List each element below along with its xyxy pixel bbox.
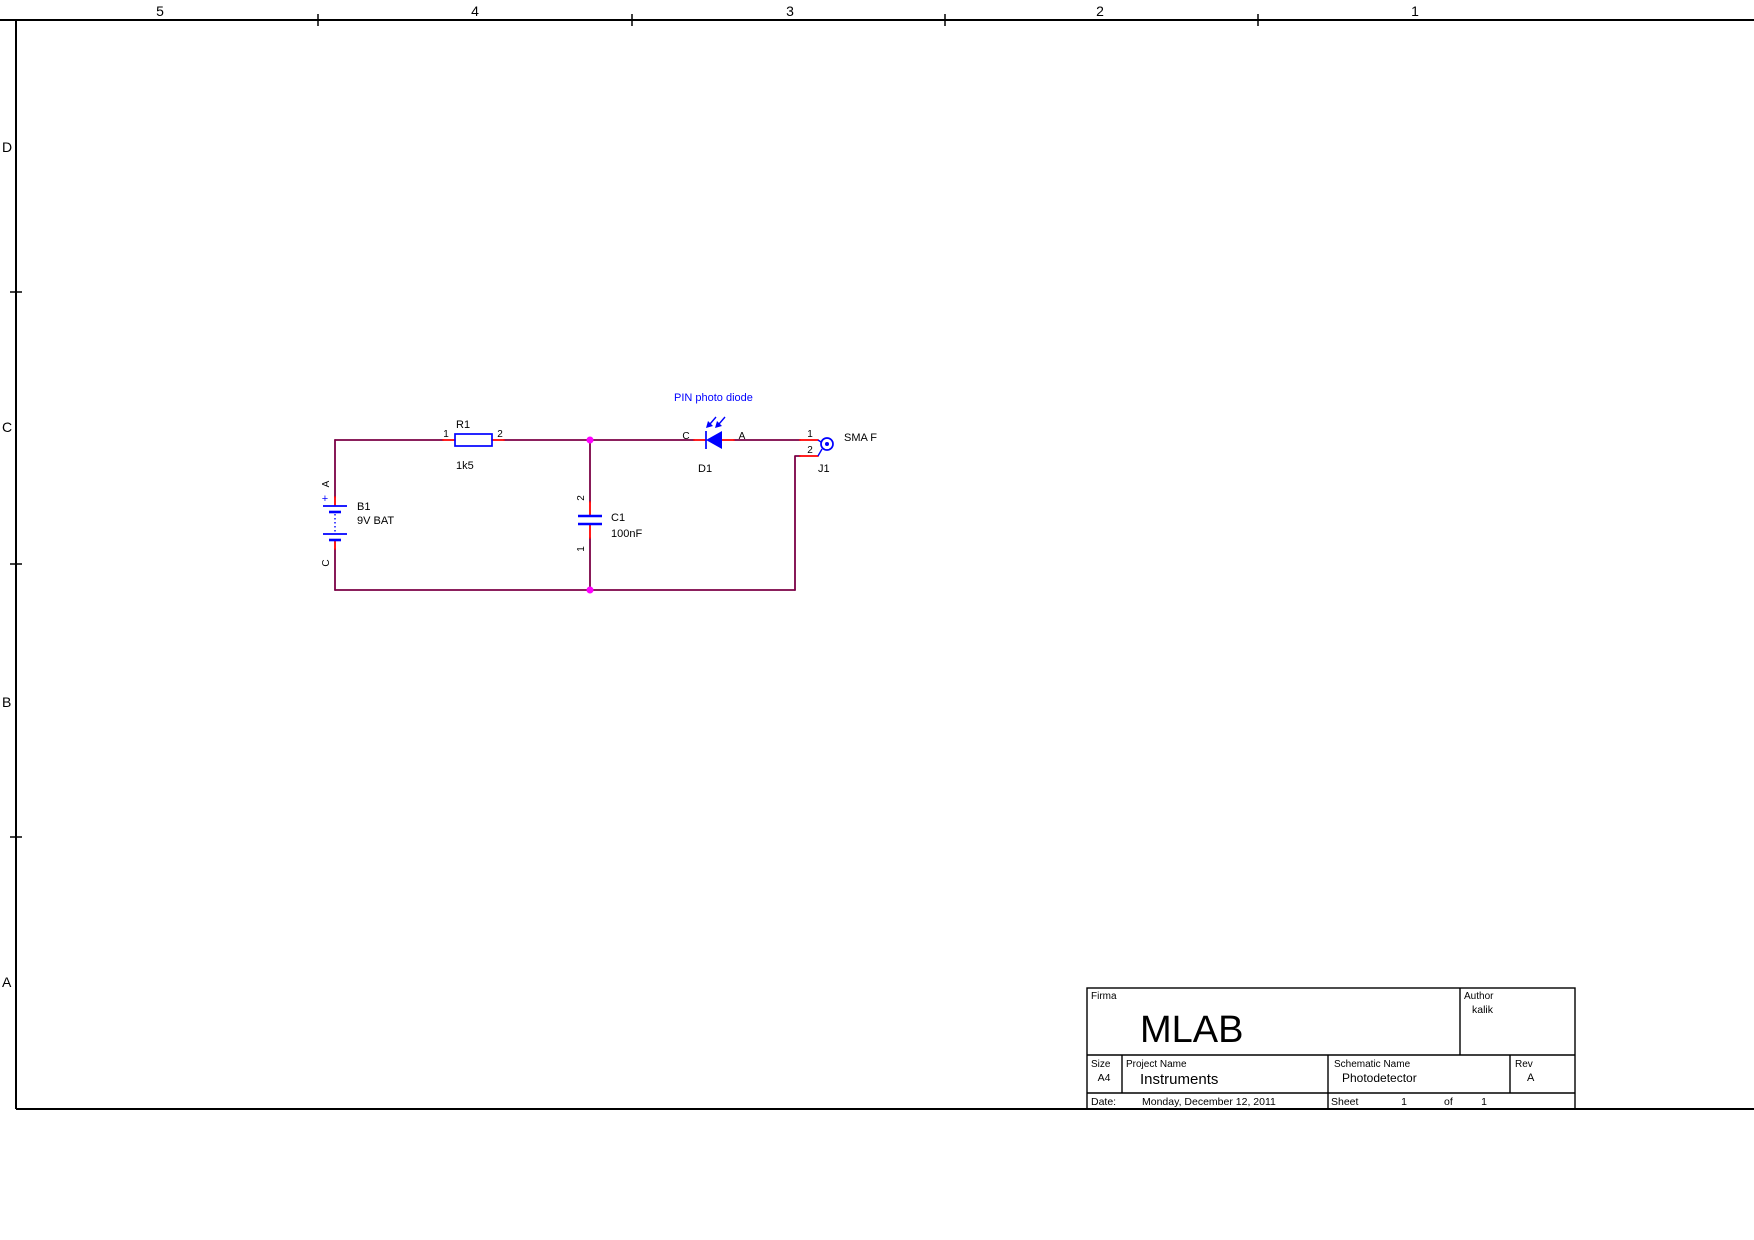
row-label: C: [2, 419, 12, 435]
company-name: MLAB: [1140, 1009, 1243, 1051]
battery-ref-label: B1: [357, 501, 370, 513]
diode-triangle: [706, 431, 722, 449]
rev-value: A: [1527, 1072, 1535, 1084]
junction-dot: [586, 436, 594, 444]
capacitor-pin1-label: 1: [576, 546, 587, 552]
date-field-label: Date:: [1091, 1096, 1116, 1108]
capacitor-ref-label: C1: [611, 512, 625, 524]
resistor-value-label: 1k5: [456, 460, 474, 472]
wire-connector-return: [794, 455, 801, 591]
project-name: Instruments: [1140, 1071, 1218, 1088]
resistor-pin1-label: 1: [443, 429, 449, 440]
sheet-field-label: Sheet: [1331, 1096, 1359, 1108]
pin-stubs: [334, 439, 819, 550]
column-label: 5: [156, 3, 164, 19]
size-field-label: Size: [1091, 1059, 1111, 1070]
light-arrows-icon: [706, 416, 726, 428]
resistor-symbol: [454, 433, 493, 447]
capacitor-symbol: [578, 514, 602, 526]
resistor-body: [454, 433, 493, 447]
capacitor-pin2-label: 2: [576, 495, 587, 501]
frame-labels: 5 4 3 2 1 D C B A: [2, 3, 1419, 990]
battery-symbol: [323, 505, 347, 542]
sheet-frame: [0, 19, 1754, 1110]
sma-connector-symbol: [817, 437, 834, 457]
author-name: kalik: [1472, 1004, 1494, 1016]
firma-field-label: Firma: [1091, 991, 1117, 1002]
resistor-pin2-label: 2: [497, 429, 503, 440]
author-field-label: Author: [1464, 991, 1494, 1002]
photodiode-note-label: PIN photo diode: [674, 392, 753, 404]
project-field-label: Project Name: [1126, 1059, 1187, 1070]
capacitor-value-label: 100nF: [611, 528, 642, 540]
sheet-number: 1: [1401, 1096, 1407, 1108]
coax-outer-icon: [820, 437, 834, 451]
date-value: Monday, December 12, 2011: [1142, 1096, 1276, 1108]
diode-anode-label: A: [739, 431, 746, 442]
column-label: 1: [1411, 3, 1419, 19]
battery-value-label: 9V BAT: [357, 515, 394, 527]
rev-field-label: Rev: [1515, 1059, 1533, 1070]
schematic-name: Photodetector: [1342, 1071, 1417, 1085]
row-label: A: [2, 974, 12, 990]
connector-value-label: SMA F: [844, 432, 877, 444]
diode-cathode-label: C: [682, 431, 689, 442]
connector-ref-label: J1: [818, 463, 830, 475]
column-label: 2: [1096, 3, 1104, 19]
battery-pin-c-label: C: [321, 559, 332, 566]
resistor-ref-label: R1: [456, 419, 470, 431]
column-label: 3: [786, 3, 794, 19]
connector-pin1-label: 1: [807, 429, 813, 440]
photodiode-symbol: [705, 416, 726, 449]
coax-center-icon: [825, 442, 829, 446]
row-label: B: [2, 694, 11, 710]
title-block: Firma MLAB Author kalik Size A4 Project …: [1086, 987, 1576, 1110]
battery-pin-a-label: A: [321, 480, 332, 487]
diode-ref-label: D1: [698, 463, 712, 475]
schematic-field-label: Schematic Name: [1334, 1059, 1411, 1070]
sheet-of-label: of: [1444, 1096, 1453, 1108]
sheet-total: 1: [1481, 1096, 1487, 1108]
connector-pin2-label: 2: [807, 445, 813, 456]
frame-ticks: [10, 14, 1259, 838]
row-label: D: [2, 139, 12, 155]
column-label: 4: [471, 3, 479, 19]
net-wires: [334, 439, 801, 591]
sheet-size: A4: [1098, 1072, 1111, 1084]
battery-plus-label: +: [322, 493, 328, 505]
junction-dot: [586, 586, 594, 594]
